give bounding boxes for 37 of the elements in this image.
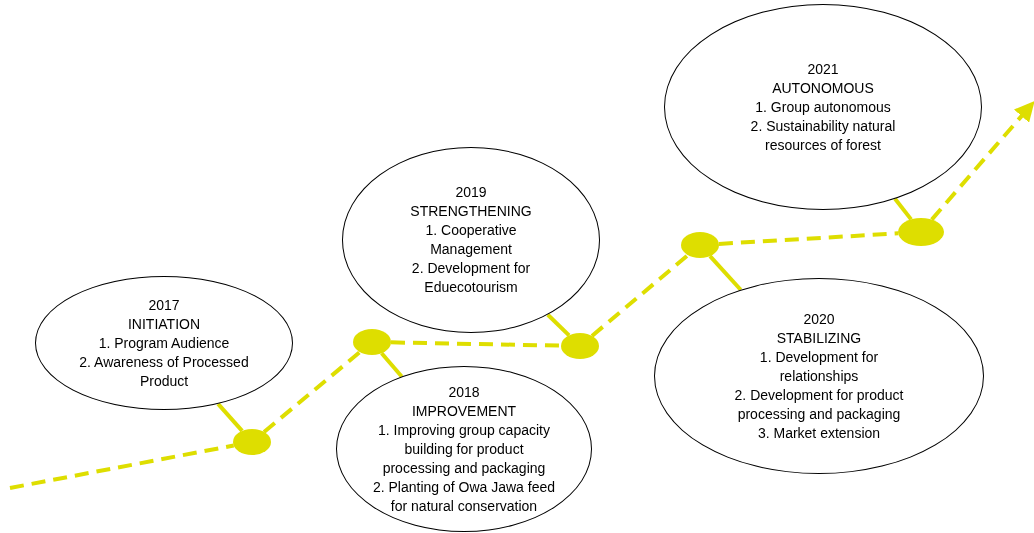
list-item: 2. Awareness of Processed Product (79, 352, 249, 391)
list-item: 2. Development for Eduecotourism (410, 259, 532, 297)
timeline-dot (353, 329, 391, 355)
timeline-dot (898, 218, 944, 246)
list-item: 1. Cooperative Management (424, 221, 518, 259)
list-item: 2. Development for product processing and packaging (733, 385, 905, 424)
list-item: 3. Market extension (757, 423, 881, 443)
dashed-timeline-line (718, 231, 899, 246)
dashed-timeline-line (590, 253, 690, 338)
dashed-timeline-line (9, 443, 235, 490)
timeline-dot (561, 333, 599, 359)
list-item: 1. Development for relationships (758, 347, 880, 386)
stage-title: STRENGTHENING (410, 202, 532, 221)
connector-line (216, 402, 244, 433)
year-label: 2019 (455, 183, 487, 202)
connector-line (708, 254, 743, 292)
connector-line (546, 313, 571, 337)
dashed-timeline-line (262, 350, 362, 434)
year-label: 2018 (448, 382, 480, 402)
list-item: 2. Sustainability natural resources of forest (749, 116, 897, 155)
dashed-timeline-line (390, 340, 562, 348)
stage-title: STABILIZING (776, 328, 862, 348)
connector-line (893, 197, 913, 221)
year-label: 2020 (803, 309, 835, 329)
timeline-dot (681, 232, 719, 258)
stage-title: AUTONOMOUS (772, 78, 874, 98)
list-item: 1. Improving group capacity building for product processing and packaging (377, 420, 551, 478)
list-item: 2. Planting of Owa Jawa feed for natural conservation (371, 477, 557, 516)
list-item: 1. Program Audience (98, 333, 230, 353)
timeline-dot (233, 429, 271, 455)
stage-title: INITIATION (127, 314, 201, 334)
stage-title: IMPROVEMENT (411, 401, 517, 421)
connector-line (380, 351, 404, 378)
year-label: 2017 (148, 295, 180, 315)
year-label: 2021 (807, 59, 839, 79)
list-item: 1. Group autonomous (755, 97, 891, 117)
dashed-timeline-line (930, 101, 1034, 221)
